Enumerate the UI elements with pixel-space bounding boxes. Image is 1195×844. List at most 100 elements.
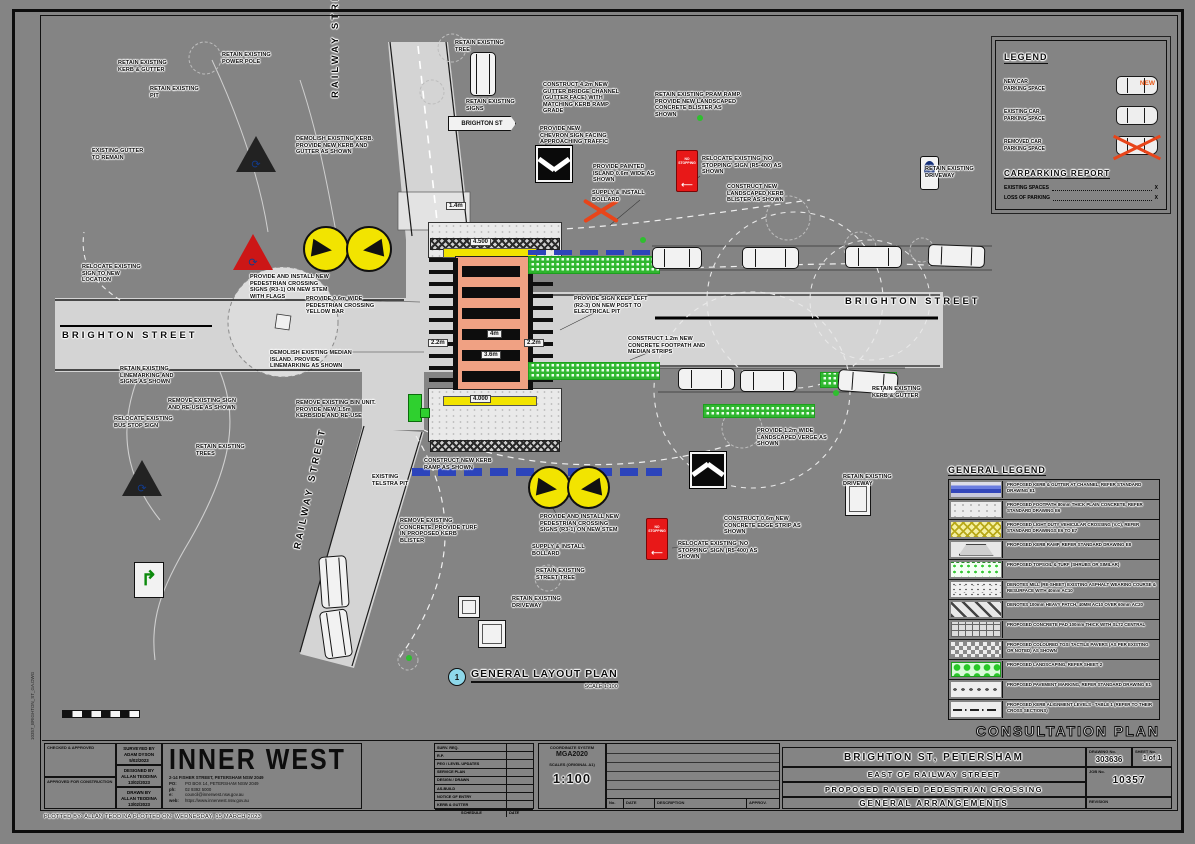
schedule-row-label: PEG / LEVEL UPDATES: [437, 761, 480, 766]
callout: RELOCATE EXISTING SIGN TO NEW LOCATION: [82, 264, 141, 284]
dotted-leader: [1051, 185, 1152, 191]
traffic-sign-icon: [528, 466, 571, 509]
callout: RETAIN EXISTING DRIVEWAY: [843, 474, 892, 487]
credit-date: 13/02/2023: [128, 779, 150, 785]
general-legend-row: PROPOSED PAVEMENT MARKING, REFER STANDAR…: [949, 680, 1159, 700]
traffic-sign-icon: NO STOPPING: [646, 518, 668, 560]
approved-for-construction-cell: APPROVED FOR CONSTRUCTION: [44, 777, 116, 809]
credit-name: ALLAN TEODINA: [121, 773, 157, 779]
general-legend-row: PROPOSED COLOURED TGSI TACTILE PAVERS (A…: [949, 640, 1159, 660]
contact-label: web:: [169, 798, 179, 804]
callout: RETAIN EXISTING POWER POLE: [222, 52, 271, 65]
sheet-title: GENERAL ARRANGEMENTS: [859, 798, 1009, 808]
approved-construction-label: APPROVED FOR CONSTRUCTION: [47, 779, 113, 784]
callout: CONSTRUCT NEW LANDSCAPED KERB BLISTER AS…: [727, 184, 784, 204]
consultation-plan-stamp: CONSULTATION PLAN: [975, 723, 1160, 740]
revision-col-date: DATE: [624, 799, 655, 808]
schedule-footer-right: DATE: [509, 811, 520, 816]
general-legend-row: PROPOSED TOPSOIL & TURF (SHRUBS OR SIMIL…: [949, 560, 1159, 580]
general-legend-row: PROPOSED CONCRETE PAD 100mm THICK WITH S…: [949, 620, 1159, 640]
general-legend-row: PROPOSED KERB RAMP, REFER STANDARD DRAWI…: [949, 540, 1159, 560]
legend-swatch: [950, 521, 1003, 538]
revision-col-description: DESCRIPTION: [655, 799, 747, 808]
dimension-label: 3.6m: [481, 351, 501, 359]
schedule-row: SURV. REQ.: [435, 744, 533, 753]
legend-entry-text: PROPOSED COLOURED TGSI TACTILE PAVERS (A…: [1007, 642, 1149, 653]
schedule-row-label: SERVICE PLAN: [437, 770, 465, 775]
legend-swatch: [950, 681, 1003, 698]
carparking-report-row: LOSS OF PARKING X: [1004, 195, 1158, 201]
schedule-value-cell: [506, 744, 533, 752]
car-new-icon: NEW: [1116, 76, 1158, 95]
schedule-rows: SURV. REQ.R.P. PEG / LEVEL UPDATES SERVICE…: [435, 744, 533, 810]
schedule-value-cell: [506, 793, 533, 801]
legend-swatch: [950, 661, 1003, 678]
outer-border-frame: [12, 9, 1184, 833]
schedule-row-label: KERB & GUTTER: [437, 802, 469, 807]
callout: PROVIDE SIGN KEEP LEFT (R2-3) ON NEW POS…: [574, 296, 648, 316]
contact-value: 02 9392 5000: [185, 786, 212, 792]
general-legend-row: PROPOSED FOOTPATH 80mm THICK PLAIN CONCR…: [949, 500, 1159, 520]
schedule-value-cell: [506, 784, 533, 793]
sheet-no-cell: SHEET No. 1 of 1: [1132, 747, 1172, 767]
traffic-sign-icon: [346, 226, 392, 272]
dimension-label: 1.4m: [446, 202, 466, 210]
proposed-kerb-gutter-blue: [528, 250, 658, 255]
callout: PROVIDE PAINTED ISLAND 0.6m WIDE AS SHOW…: [593, 164, 655, 184]
project-description: PROPOSED RAISED PEDESTRIAN CROSSING: [825, 785, 1043, 794]
callout: RETAIN EXISTING TREE: [455, 40, 504, 53]
scales-label: SCALES (ORIGINAL A1): [549, 762, 595, 767]
swatch-pattern-icon: [951, 562, 1001, 577]
schedule-footer-left: SCHEDULE: [461, 811, 482, 816]
sheet-no-value: 1 of 1: [1142, 755, 1162, 762]
legend-swatch: [950, 561, 1003, 578]
legend-swatch: [950, 701, 1003, 718]
legend-entry-text: DENOTES MILL (RE-SHEET) EXISTING ASPHALT…: [1007, 582, 1156, 593]
dimension-label: 4.000: [470, 395, 492, 403]
revision-table: No. DATE DESCRIPTION APPROV.: [606, 743, 780, 809]
legend-entry-text: PROPOSED FOOTPATH 80mm THICK PLAIN CONCR…: [1007, 502, 1143, 513]
general-legend-row: PROPOSED KERB & GUTTER AT CHANNEL, REFER…: [949, 480, 1159, 500]
traffic-sign-icon: [236, 136, 276, 172]
tactile-hatch-bottom: [430, 440, 560, 452]
traffic-sign-icon: [920, 156, 939, 190]
project-subtitle-cell: EAST OF RAILWAY STREET: [782, 767, 1086, 782]
legend-entry-text: DENOTES 100mm HEAVY PATCH, 40MM AC10 OVE…: [1007, 602, 1143, 607]
credit-role: DRAWN BY: [127, 790, 151, 795]
traffic-sign-icon: [122, 460, 162, 496]
legend-row-label: REMOVED CAR PARKING SPACE: [1004, 139, 1045, 152]
callout: RELOCATE EXISTING 'NO STOPPING' SIGN (R5…: [702, 156, 782, 176]
parked-car: [652, 247, 702, 269]
traffic-sign-icon: NO STOPPING: [676, 150, 698, 192]
callout: REMOVE EXISTING CONCRETE. PROVIDE TURF I…: [400, 518, 478, 544]
swatch-pattern-icon: [951, 502, 1001, 517]
callout: SUPPLY & INSTALL BOLLARD: [592, 190, 645, 203]
report-row-value: X: [1154, 185, 1158, 191]
street-label: BRIGHTON STREET: [62, 330, 198, 341]
project-description-cell: PROPOSED RAISED PEDESTRIAN CROSSING: [782, 782, 1086, 797]
schedule-row: KERB & GUTTER: [435, 801, 533, 810]
callout: DEMOLISH EXISTING KERB. PROVIDE NEW KERB…: [296, 136, 374, 156]
contact-label: e:: [169, 792, 173, 798]
schedule-row: DESIGN / DRAWN: [435, 776, 533, 785]
job-no-cell: JOB No. 10357: [1086, 767, 1172, 797]
parked-car: [678, 368, 735, 390]
job-no-label: JOB No.: [1089, 769, 1105, 774]
car-removed-icon: [1116, 136, 1158, 155]
general-legend-row: PROPOSED LANDSCAPING, REFER SHEET 2: [949, 660, 1159, 680]
utility-pit: [845, 482, 871, 516]
schedule-row-label: R.P.: [437, 753, 444, 758]
contact-label: ph:: [169, 786, 176, 792]
carparking-report-title: CARPARKING REPORT: [1004, 169, 1111, 179]
callout: SUPPLY & INSTALL BOLLARD: [532, 544, 585, 557]
parked-car: [470, 52, 496, 96]
credits-column: SURVEYED BY ADAM DYSON 5/02/2023 DESIGNE…: [116, 743, 162, 809]
report-row-label: LOSS OF PARKING: [1004, 195, 1051, 201]
dimension-label: 4m: [487, 330, 502, 338]
view-title: GENERAL LAYOUT PLAN: [471, 668, 618, 683]
callout: CONSTRUCT 4.2m NEW GUTTER BRIDGE CHANNEL…: [543, 82, 619, 115]
legend-swatch: [950, 581, 1003, 598]
schedule-row: SERVICE PLAN: [435, 768, 533, 777]
